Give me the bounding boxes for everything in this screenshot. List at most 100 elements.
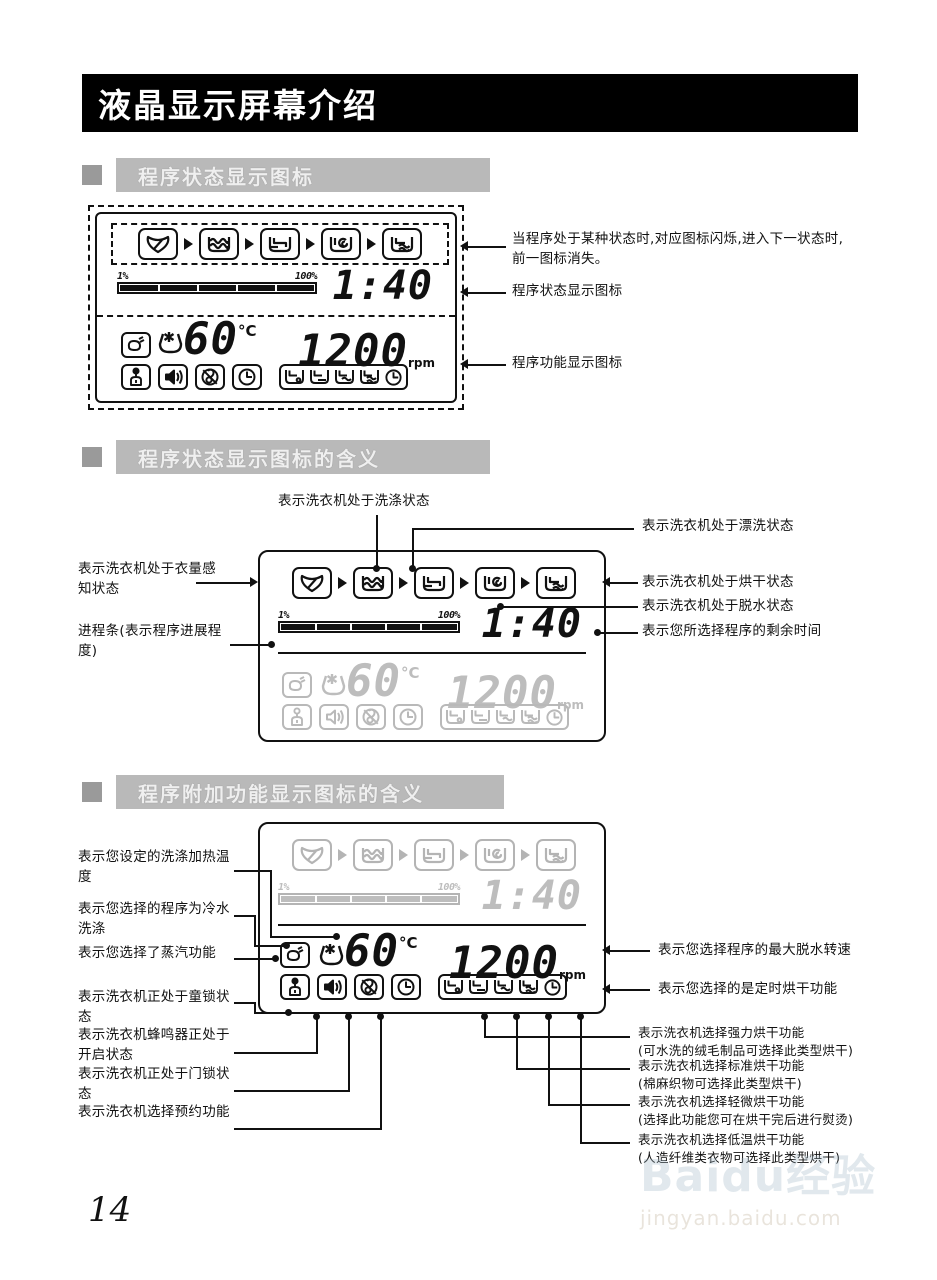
dry-light-icon xyxy=(496,710,515,724)
steam-icon xyxy=(282,672,312,698)
status-icon-strip xyxy=(272,562,596,604)
wash-icon xyxy=(199,228,239,260)
note-max-spin-speed: 表示您选择程序的最大脱水转速 xyxy=(658,942,852,958)
wash-temp-basin-icon xyxy=(158,332,183,354)
leader-dot xyxy=(283,942,290,949)
wash-temp-basin-icon xyxy=(319,944,344,966)
leader-line xyxy=(234,1002,256,1004)
leader-dot xyxy=(594,629,601,636)
note-progress-bar: 进程条(表示程序进展程度) xyxy=(78,623,222,659)
buzzer-icon xyxy=(158,364,188,390)
dry-intensive-icon xyxy=(444,980,463,994)
bullet-square-icon xyxy=(82,165,102,185)
leader-line xyxy=(196,582,254,584)
leader-arrow-icon xyxy=(602,945,610,955)
page-number: 14 xyxy=(88,1190,132,1230)
bullet-square-icon xyxy=(82,447,102,467)
leader-line xyxy=(348,1018,350,1092)
leader-dot xyxy=(409,565,416,572)
dry-standard-icon xyxy=(310,370,329,384)
leader-line xyxy=(254,945,286,947)
leader-dot xyxy=(285,1009,292,1016)
section-heading-1: 程序状态显示图标 xyxy=(138,164,314,189)
leader-line xyxy=(484,1018,486,1038)
delay-start-icon xyxy=(391,974,421,1000)
leader-line xyxy=(500,606,638,608)
leader-dot xyxy=(497,603,504,610)
leader-line xyxy=(234,1090,350,1092)
leader-line xyxy=(234,915,256,917)
leader-line xyxy=(380,1018,382,1130)
wash-temp-basin-icon xyxy=(321,674,346,696)
spin-speed-value: 1200 xyxy=(298,326,408,377)
lcd-section-divider xyxy=(97,315,455,317)
leader-line xyxy=(580,1142,630,1144)
spin-speed-value: 1200 xyxy=(449,938,559,989)
leader-line xyxy=(254,1012,288,1014)
leader-line xyxy=(468,364,506,366)
dry-timed-icon xyxy=(546,708,563,726)
remaining-time-display: 1:40 xyxy=(481,873,582,919)
remaining-time-display: 1:40 xyxy=(332,263,433,309)
note-standard-dry-line1: 表示洗衣机选择标准烘干功能 xyxy=(638,1058,805,1073)
buzzer-icon xyxy=(319,704,349,730)
leader-line xyxy=(234,1052,318,1054)
spin-speed-unit: rpm xyxy=(407,356,435,370)
load-sensing-icon xyxy=(292,567,332,599)
leader-line xyxy=(234,870,272,872)
spin-icon xyxy=(475,839,515,871)
leader-arrow-icon xyxy=(460,287,468,297)
lcd-panel-status-meaning: 1% 100% 1:40 60 °C 1200 rpm xyxy=(258,550,606,742)
leader-line xyxy=(254,915,256,947)
flow-arrow-icon xyxy=(184,238,193,250)
dry-intensive-icon xyxy=(446,710,465,724)
leader-dot xyxy=(577,1013,584,1020)
flow-arrow-icon xyxy=(460,577,469,589)
leader-line xyxy=(234,958,276,960)
spin-speed-group: 1200 rpm xyxy=(447,672,584,716)
leader-dot xyxy=(345,1013,352,1020)
note-buzzer: 表示洗衣机蜂鸣器正处于开启状态 xyxy=(78,1027,230,1063)
dry-low-temp-icon xyxy=(521,710,540,724)
note-wash-state: 表示洗衣机处于洗涤状态 xyxy=(278,493,430,509)
temperature-group: 60 °C xyxy=(318,930,418,974)
wash-icon xyxy=(353,567,393,599)
leader-arrow-icon xyxy=(250,577,258,587)
door-lock-icon xyxy=(356,704,386,730)
leader-line xyxy=(548,1104,630,1106)
leader-line xyxy=(254,1002,256,1014)
leader-arrow-icon xyxy=(460,359,468,369)
steam-icon xyxy=(121,332,151,358)
child-lock-icon xyxy=(282,704,312,730)
progress-max-label: 100% xyxy=(294,271,318,282)
lcd-panel-function-meaning: 1% 100% 1:40 60 °C 1200 rpm xyxy=(258,822,606,1014)
temperature-group: 60 °C xyxy=(157,318,257,362)
progress-min-label: 1% xyxy=(278,610,290,621)
page-title: 液晶显示屏幕介绍 xyxy=(98,86,378,125)
progress-bar-group: 1% 100% xyxy=(278,882,461,905)
leader-dot xyxy=(268,641,275,648)
flow-arrow-icon xyxy=(338,849,347,861)
leader-line xyxy=(580,1018,582,1144)
load-sensing-icon xyxy=(292,839,332,871)
leader-arrow-icon xyxy=(602,984,610,994)
note-low-dry-line1: 表示洗衣机选择低温烘干功能 xyxy=(638,1132,805,1147)
door-lock-icon xyxy=(354,974,384,1000)
temperature-unit: °C xyxy=(400,664,420,682)
dry-program-icon-group xyxy=(279,364,408,390)
lcd-divider-line xyxy=(278,652,586,654)
leader-line xyxy=(468,292,506,294)
leader-line xyxy=(376,515,378,568)
page-title-banner: 液晶显示屏幕介绍 xyxy=(82,74,858,132)
leader-dot xyxy=(377,1013,384,1020)
dry-program-icon-group xyxy=(438,974,567,1000)
progress-bar xyxy=(278,893,460,905)
leader-line xyxy=(230,644,270,646)
leader-dot xyxy=(545,1013,552,1020)
progress-max-label: 100% xyxy=(437,882,461,893)
lcd-panel-overview: 1% 100% 1:40 60 °C xyxy=(88,205,464,410)
function-icon-row xyxy=(121,364,408,390)
spin-icon xyxy=(321,228,361,260)
leader-arrow-icon xyxy=(602,577,610,587)
note-steam-function: 表示您选择了蒸汽功能 xyxy=(78,945,216,961)
